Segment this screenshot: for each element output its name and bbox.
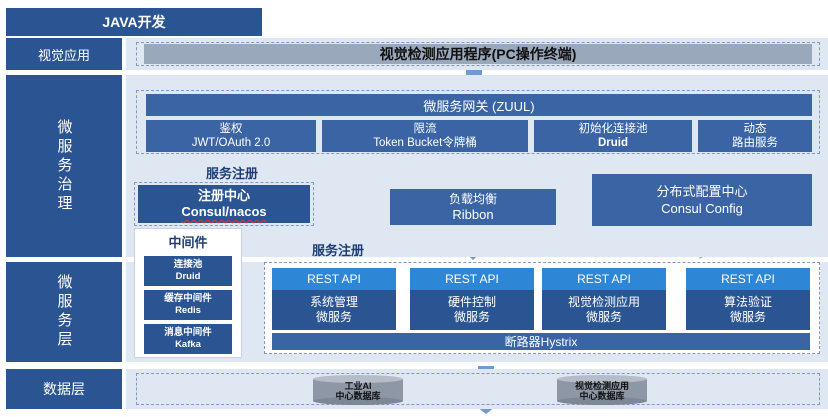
top-app-bar: 视觉检测应用程序(PC操作终端): [144, 44, 812, 64]
data-layer-frame: [136, 373, 820, 405]
middleware-item-cache-detail: Redis: [175, 305, 201, 316]
rest-api-header: REST API: [542, 268, 666, 290]
database-subtitle: 中心数据库: [335, 391, 381, 401]
middleware-item-pool-detail: Druid: [175, 271, 201, 282]
rest-api-header: REST API: [686, 268, 810, 290]
service-vision-inspection: 视觉检测应用 微服务: [542, 290, 666, 330]
middleware-item-message-title: 消息中间件: [164, 327, 212, 338]
panel-data: [126, 369, 828, 409]
load-balancer-detail: Ribbon: [452, 207, 494, 222]
database-subtitle: 中心数据库: [579, 391, 625, 401]
config-center-box: 分布式配置中心 Consul Config: [592, 174, 812, 226]
page-title: JAVA开发: [6, 8, 262, 36]
database-icon: [313, 375, 403, 405]
service-title: 算法验证: [723, 295, 772, 309]
load-balancer-box: 负载均衡 Ribbon: [390, 189, 556, 225]
gateway-item-routing: 动态 路由服务: [698, 120, 812, 152]
service-subtitle: 微服务: [453, 310, 490, 324]
gateway-item-pool-detail: Druid: [597, 137, 629, 149]
gateway-item-auth-title: 鉴权: [219, 123, 243, 135]
service-algorithm-verification: 算法验证 微服务: [686, 290, 810, 330]
registry-frame: [134, 182, 314, 226]
service-title: 视觉检测应用: [567, 295, 640, 309]
middleware-item-cache: 缓存中间件 Redis: [144, 290, 232, 320]
gateway-item-ratelimit: 限流 Token Bucket令牌桶: [322, 120, 528, 152]
middleware-item-pool-title: 连接池: [173, 259, 203, 270]
gateway-item-routing-title: 动态: [743, 123, 767, 135]
layer-label-service-layer: 微服务层: [6, 262, 122, 362]
middleware-item-message: 消息中间件 Kafka: [144, 324, 232, 354]
gateway-item-ratelimit-title: 限流: [413, 123, 437, 135]
database-vision-inspection: 视觉检测应用 中心数据库: [556, 374, 648, 406]
service-subtitle: 微服务: [585, 310, 622, 324]
load-balancer-title: 负载均衡: [448, 192, 497, 206]
registry-box: 注册中心 Consul/nacos: [138, 185, 310, 223]
gateway-item-ratelimit-detail: Token Bucket令牌桶: [373, 137, 477, 149]
gateway-item-auth: 鉴权 JWT/OAuth 2.0: [146, 120, 316, 152]
registry-title: 注册中心: [197, 188, 250, 203]
service-register-label-top: 服务注册: [206, 166, 259, 181]
database-title: 工业AI: [344, 381, 372, 391]
layer-label-service-governance: 微服务治理: [6, 75, 122, 257]
top-app-frame: [136, 42, 820, 66]
gateway-item-auth-detail: JWT/OAuth 2.0: [191, 137, 271, 149]
middleware-item-cache-title: 缓存中间件: [164, 293, 212, 304]
service-title: 硬件控制: [447, 295, 496, 309]
gateway-item-pool-title: 初始化连接池: [578, 123, 648, 135]
middleware-title: 中间件: [168, 234, 208, 250]
service-title: 系统管理: [309, 295, 358, 309]
gateway-item-routing-detail: 路由服务: [732, 137, 778, 149]
gateway-frame: [136, 90, 820, 154]
service-subtitle: 微服务: [729, 310, 766, 324]
gateway-item-pool: 初始化连接池 Druid: [534, 120, 692, 152]
config-center-title: 分布式配置中心: [656, 184, 748, 199]
service-subtitle: 微服务: [315, 310, 352, 324]
service-system-management: 系统管理 微服务: [272, 290, 396, 330]
service-register-label-bottom: 服务注册: [312, 243, 365, 258]
config-center-detail: Consul Config: [661, 201, 743, 216]
database-icon: [557, 375, 647, 405]
rest-api-header: REST API: [410, 268, 534, 290]
circuit-breaker-bar: 断路器Hystrix: [272, 333, 810, 350]
layer-label-vision-app: 视觉应用: [6, 38, 122, 70]
middleware-item-message-detail: Kafka: [175, 339, 201, 350]
layer-label-data: 数据层: [6, 369, 122, 409]
gateway-bar: 微服务网关 (ZUUL): [146, 94, 812, 116]
database-title: 视觉检测应用: [574, 381, 629, 391]
middleware-item-pool: 连接池 Druid: [144, 256, 232, 286]
rest-api-header: REST API: [272, 268, 396, 290]
registry-detail: Consul/nacos: [181, 204, 267, 219]
service-hardware-control: 硬件控制 微服务: [410, 290, 534, 330]
database-industrial-ai: 工业AI 中心数据库: [312, 374, 404, 406]
